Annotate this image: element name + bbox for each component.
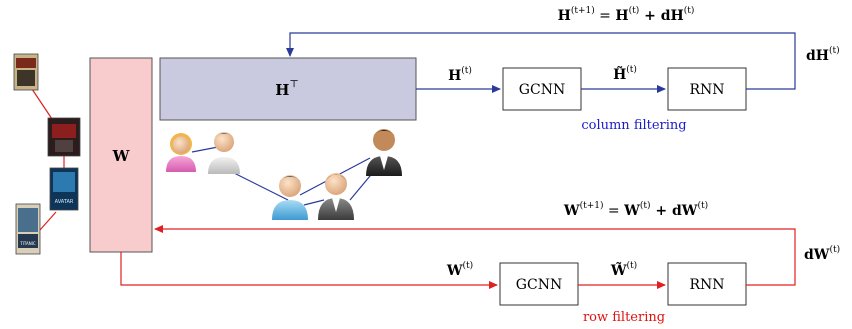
movie-poster-3: AVATAR [49,167,79,211]
user-icon-female [166,133,196,172]
movie-poster-4-title: TITANIC [19,241,36,246]
row-rnn-label: RNN [689,277,724,293]
user-icon-male-suit-gray [318,173,354,220]
row-filtering-caption: row filtering [583,310,665,325]
dh-t-label: dH(t) [806,45,840,64]
h-transpose-label: H⊤ [275,79,299,99]
column-gcnn-box [502,67,582,111]
column-filtering-caption: column filtering [581,118,686,133]
row-gcnn-box [499,262,579,306]
column-rnn-label: RNN [689,82,724,98]
row-gcnn-label: GCNN [516,277,562,293]
w-matrix-label: W [112,147,131,165]
row-rnn-box [667,262,747,306]
movie-poster-3-title: AVATAR [55,199,74,205]
w-t-label: W(t) [446,260,473,279]
column-gcnn-label: GCNN [519,82,565,98]
h-tilde-t-label: H̃(t) [613,64,637,83]
row-feedback-arrow [154,225,796,286]
movie-poster-2 [47,117,81,157]
row-filtering-branch: W(t) GCNN W̃(t) RNN row filtering dW(t) … [120,200,840,325]
column-feedback-arrow [286,32,796,90]
h-t-label: H(t) [448,65,472,84]
column-rnn-box [667,67,747,111]
user-graph [166,129,402,220]
movie-poster-1 [13,53,39,91]
h-update-equation: H(t+1) = H(t) + dH(t) [558,5,695,24]
movie-poster-4: TITANIC [15,203,41,255]
movie-poster-graph: AVATAR TITANIC [13,53,81,255]
user-icon-male-gray [208,132,240,174]
w-matrix [89,57,153,253]
arrow-w-to-gcnn [120,252,498,289]
column-filtering-branch: H(t) GCNN H̃(t) RNN column filtering dH(… [286,5,840,133]
w-update-equation: W(t+1) = W(t) + dW(t) [563,200,708,219]
user-icon-male-suit-dark [366,129,402,176]
dw-t-label: dW(t) [804,244,840,263]
w-tilde-t-label: W̃(t) [610,260,637,279]
user-icon-male-blue [272,175,308,220]
